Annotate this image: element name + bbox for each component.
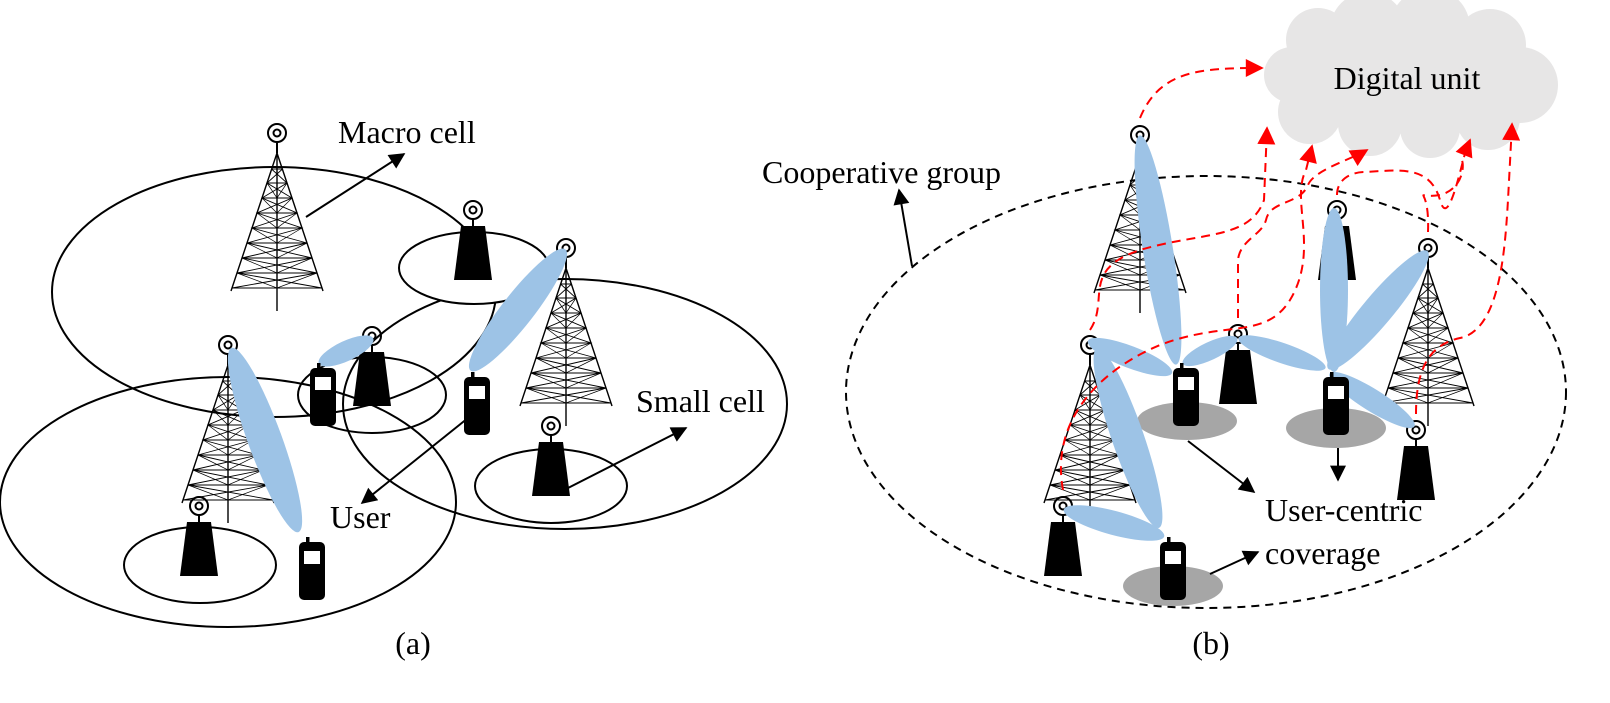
macro-cell-arrow [305,153,406,218]
user-phone-icon [299,537,325,600]
user-phone-icon [1323,372,1349,435]
cooperative-group-label: Cooperative group [762,154,1001,190]
caption-a: (a) [395,625,431,661]
panel-b: Digital unit [762,0,1567,661]
cooperative-group-arrow [893,188,913,267]
beam [468,248,568,372]
caption-b: (b) [1192,625,1229,661]
small-base-station-icon [453,200,493,281]
small-cell-label: Small cell [636,383,765,419]
digital-unit-cloud-icon [1264,0,1558,158]
small-base-station-icon [179,496,219,577]
user-phone-icon [310,363,336,426]
backhaul-links [1060,59,1521,491]
panel-a: Macro cell Small cell User (a) [0,114,788,661]
cooperative-group-boundary [845,175,1567,609]
small-base-station-icon [1396,420,1436,501]
macro-tower-icon [230,123,324,312]
beams [1063,135,1429,541]
beam [227,347,303,533]
user-label: User [330,499,391,535]
user-phone-icon [1160,537,1186,600]
macro-cell-coverage-right [342,278,788,530]
small-base-station-icon [531,416,571,497]
digital-unit-label: Digital unit [1334,60,1481,96]
macro-tower-icon [1381,238,1475,427]
coverage-arrow [1187,440,1256,493]
macro-cell-label: Macro cell [338,114,476,150]
beam [318,335,374,367]
user-arrow [360,417,469,505]
small-cell-arrow [567,427,688,489]
user-centric-coverage-label-line1: User-centric [1265,492,1422,528]
user-phone-icon [1173,363,1199,426]
coverage-arrow [1209,550,1260,575]
user-phone-icon [464,372,490,435]
user-centric-coverage-label-line2: coverage [1265,535,1380,571]
